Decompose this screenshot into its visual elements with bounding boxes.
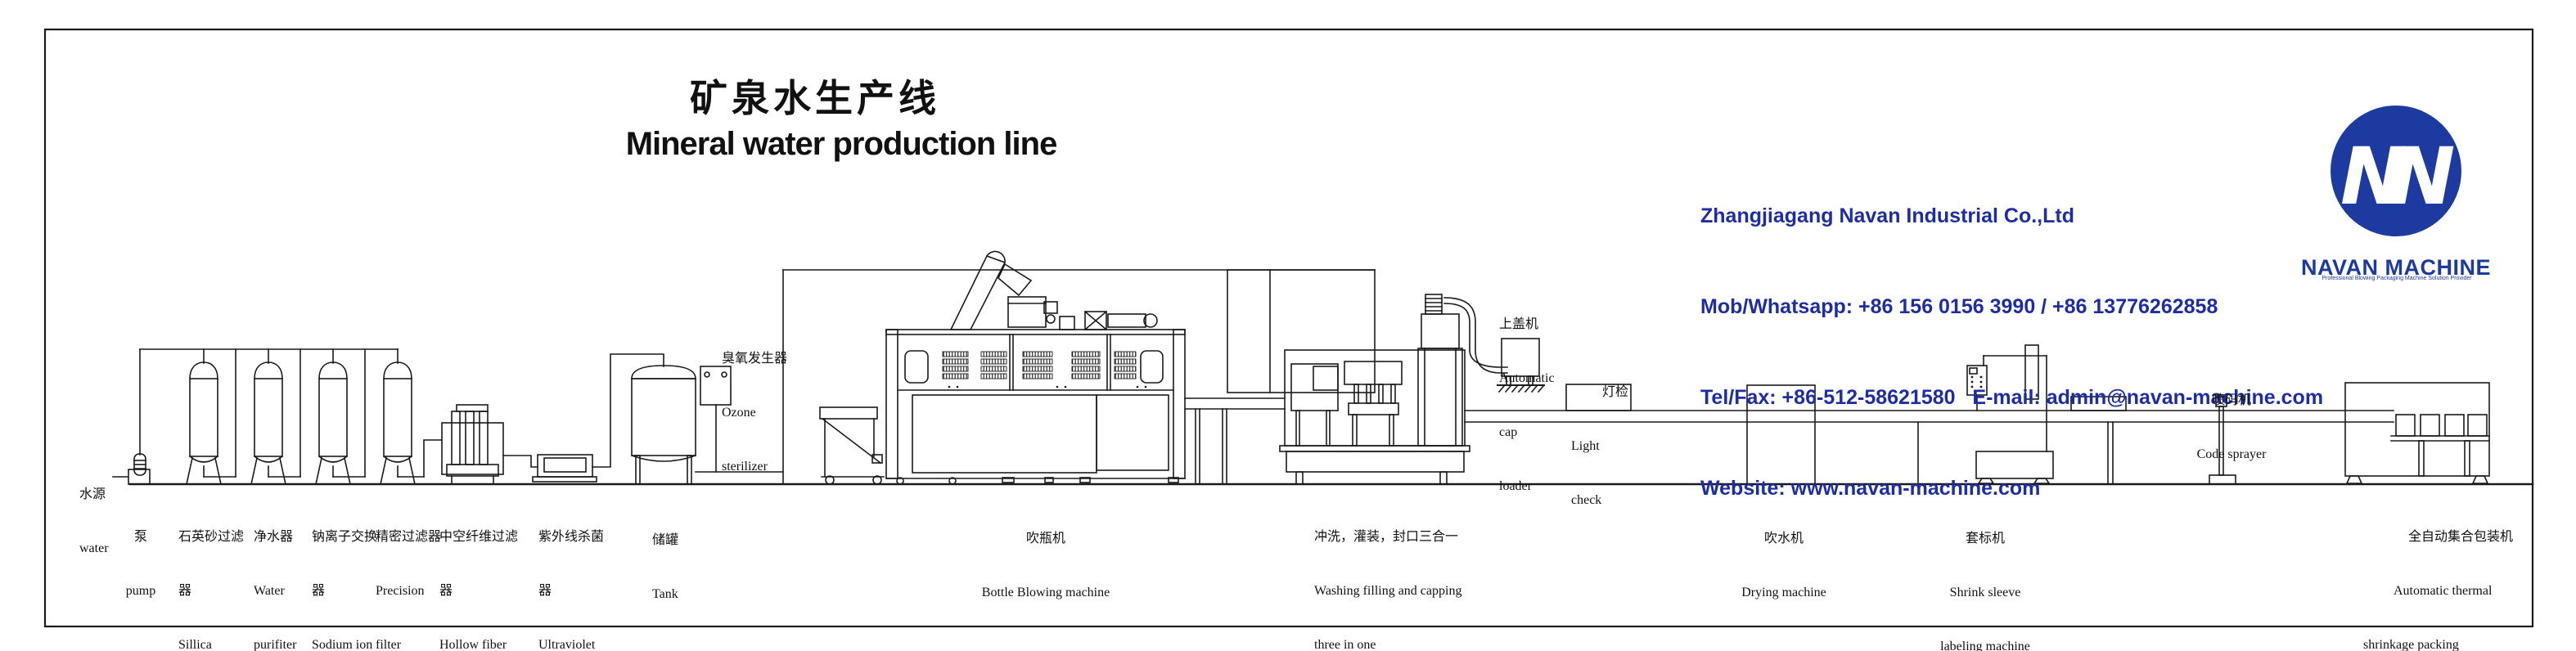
company-mobile: Mob/Whatsapp: +86 156 0156 3990 / +86 13… (1700, 295, 2218, 318)
label-silica-sand-filter: 石英砂过滤 器 Sillica sand filter (178, 530, 245, 651)
labeling-machine-drawing (1966, 344, 2054, 484)
light-check-drawing (1565, 384, 1632, 411)
water-purifier-drawing (250, 361, 286, 485)
label-uv-sterilizer: 紫外线杀菌 器 Ultraviolet radiation sterlizer (538, 530, 605, 651)
pump-drawing (112, 348, 151, 485)
logo-wordmark: NAVAN MACHINE (2301, 255, 2491, 280)
label-code-sprayer: 喷码机 Code sprayer (2196, 393, 2267, 461)
label-washing-filling-capping: 冲洗，灌装，封口三合一 Washing filling and capping … (1314, 530, 1462, 651)
label-labeling-machine: 套标机 Shrink sleeve labeling machine (1940, 532, 2030, 651)
packing-machine-drawing (2344, 382, 2490, 484)
preform-cart-drawing (819, 406, 885, 485)
label-water-purifier: 净水器 Water purifiter (254, 530, 297, 651)
cap-loader-drawing (1497, 338, 1545, 393)
label-ozone-sterilizer: 臭氧发生器 Ozone sterilizer (722, 352, 788, 474)
label-light-check: 灯检 Light check (1571, 385, 1629, 507)
precision-filter-drawing (380, 361, 416, 485)
page-title-english: Mineral water production line (625, 126, 1058, 162)
company-name: Zhangjiagang Navan Industrial Co.,Ltd (1700, 204, 2074, 227)
uv-sterilizer-drawing (532, 353, 664, 483)
label-precision-filter: 精密过滤器 Precision filter (376, 530, 442, 651)
page-title-chinese: 矿泉水生产线 (690, 78, 940, 119)
label-storage-tank: 储罐 Tank (652, 533, 679, 601)
washing-filling-capping-drawing (1279, 294, 1508, 485)
bottle-blowing-machine-drawing (885, 250, 1186, 485)
company-website: Website: www.navan-machine.com (1700, 477, 2041, 500)
hollow-fiber-filter-drawing (423, 404, 538, 485)
label-packing-machine: 全自动集合包装机 Automatic thermal shrinkage pac… (2363, 530, 2514, 651)
label-pump: 泵 pump (125, 530, 156, 598)
shrink-tunnel-drawing (2070, 396, 2127, 411)
label-water-source: 水源 water (79, 487, 109, 555)
code-sprayer-drawing (2209, 395, 2236, 485)
label-bottle-blowing-machine: 吹瓶机 Bottle Blowing machine (981, 532, 1110, 599)
logo-circle-icon (2331, 106, 2461, 236)
navan-logo: N N (2331, 106, 2461, 236)
sodium-ion-exchanger-drawing (315, 361, 351, 485)
sheet-border (43, 28, 2534, 628)
pretreatment-piping (139, 348, 425, 478)
label-drying-machine: 吹水机 Drying machine (1741, 532, 1826, 599)
drying-machine-drawing (1746, 384, 1816, 485)
logo-monogram-n2-icon: N (2389, 131, 2455, 222)
label-cap-loader: 上盖机 Automatic cap loader (1499, 317, 1555, 493)
storage-tank-drawing (630, 365, 697, 485)
discharge-conveyor-drawing (1184, 397, 1286, 485)
company-tel-email: Tel/Fax: +86-512-58621580 E-mail: admin@… (1700, 386, 2324, 409)
label-sodium-ion-exchanger: 钠离子交换 器 Sodium ion exchanger (312, 530, 378, 651)
company-contact-block: Zhangjiagang Navan Industrial Co.,Ltd Mo… (1700, 141, 2323, 564)
air-conveyor-drawing (1227, 269, 1376, 393)
logo-monogram-n1-icon: N (2340, 131, 2406, 222)
logo-tagline: Professional Blowing Packaging Machine S… (2322, 276, 2472, 281)
silica-sand-filter-drawing (186, 361, 222, 485)
label-hollow-fiber-filter: 中空纤维过滤 器 Hollow fiber ultra filter (439, 530, 519, 651)
